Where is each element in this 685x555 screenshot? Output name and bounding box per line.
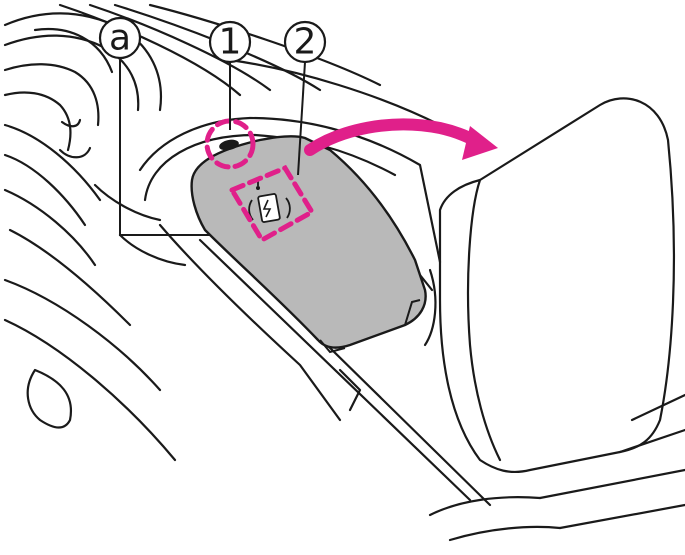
callout-a-label: a (109, 18, 131, 59)
charging-area-highlight (228, 164, 316, 244)
charging-pad (190, 135, 427, 354)
callout-1: 1 (208, 20, 252, 64)
wireless-charging-icon (248, 181, 291, 223)
callout-2: 2 (283, 20, 327, 64)
callout-1-label: 1 (219, 22, 242, 63)
callout-a: a (98, 16, 142, 60)
callout-2-label: 2 (294, 22, 317, 63)
console-outline (3, 3, 685, 542)
callout-leaders (119, 60, 306, 236)
indicator-lamp (219, 139, 239, 151)
curved-arrow-icon (304, 118, 498, 160)
